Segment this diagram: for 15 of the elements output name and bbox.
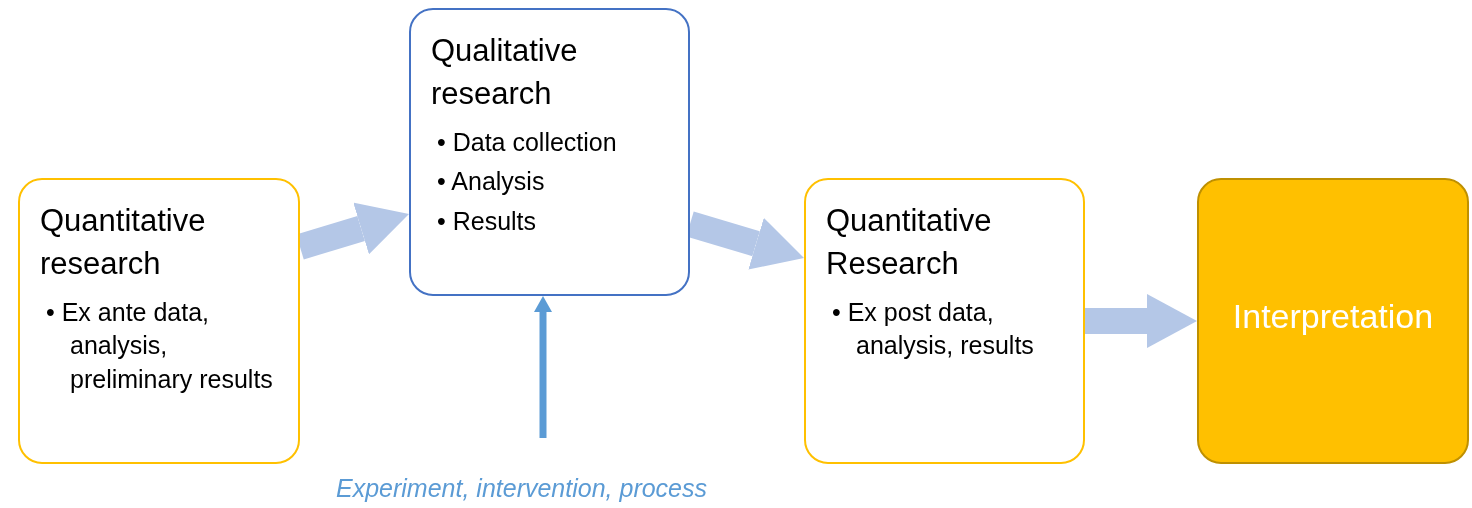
process-box xyxy=(804,178,1085,464)
box-title: Quantitative Research xyxy=(826,202,993,283)
bullet-item: • Results xyxy=(437,206,538,238)
arrow xyxy=(1085,294,1197,348)
box-title: Quantitative research xyxy=(40,202,207,283)
process-box xyxy=(1197,178,1469,464)
process-box xyxy=(18,178,300,464)
bullet-item: • Data collection xyxy=(437,126,618,158)
box-title: Qualitative research xyxy=(431,32,579,113)
bullet-item: • Ex ante data, analysis, preliminary results xyxy=(46,296,274,396)
box-title: Interpretation xyxy=(1232,295,1434,337)
annotation-text: Experiment, intervention, process xyxy=(336,474,707,503)
bullet-item: • Analysis xyxy=(437,166,546,198)
process-box xyxy=(409,8,690,296)
bullet-item: • Ex post data, analysis, results xyxy=(832,296,1035,362)
